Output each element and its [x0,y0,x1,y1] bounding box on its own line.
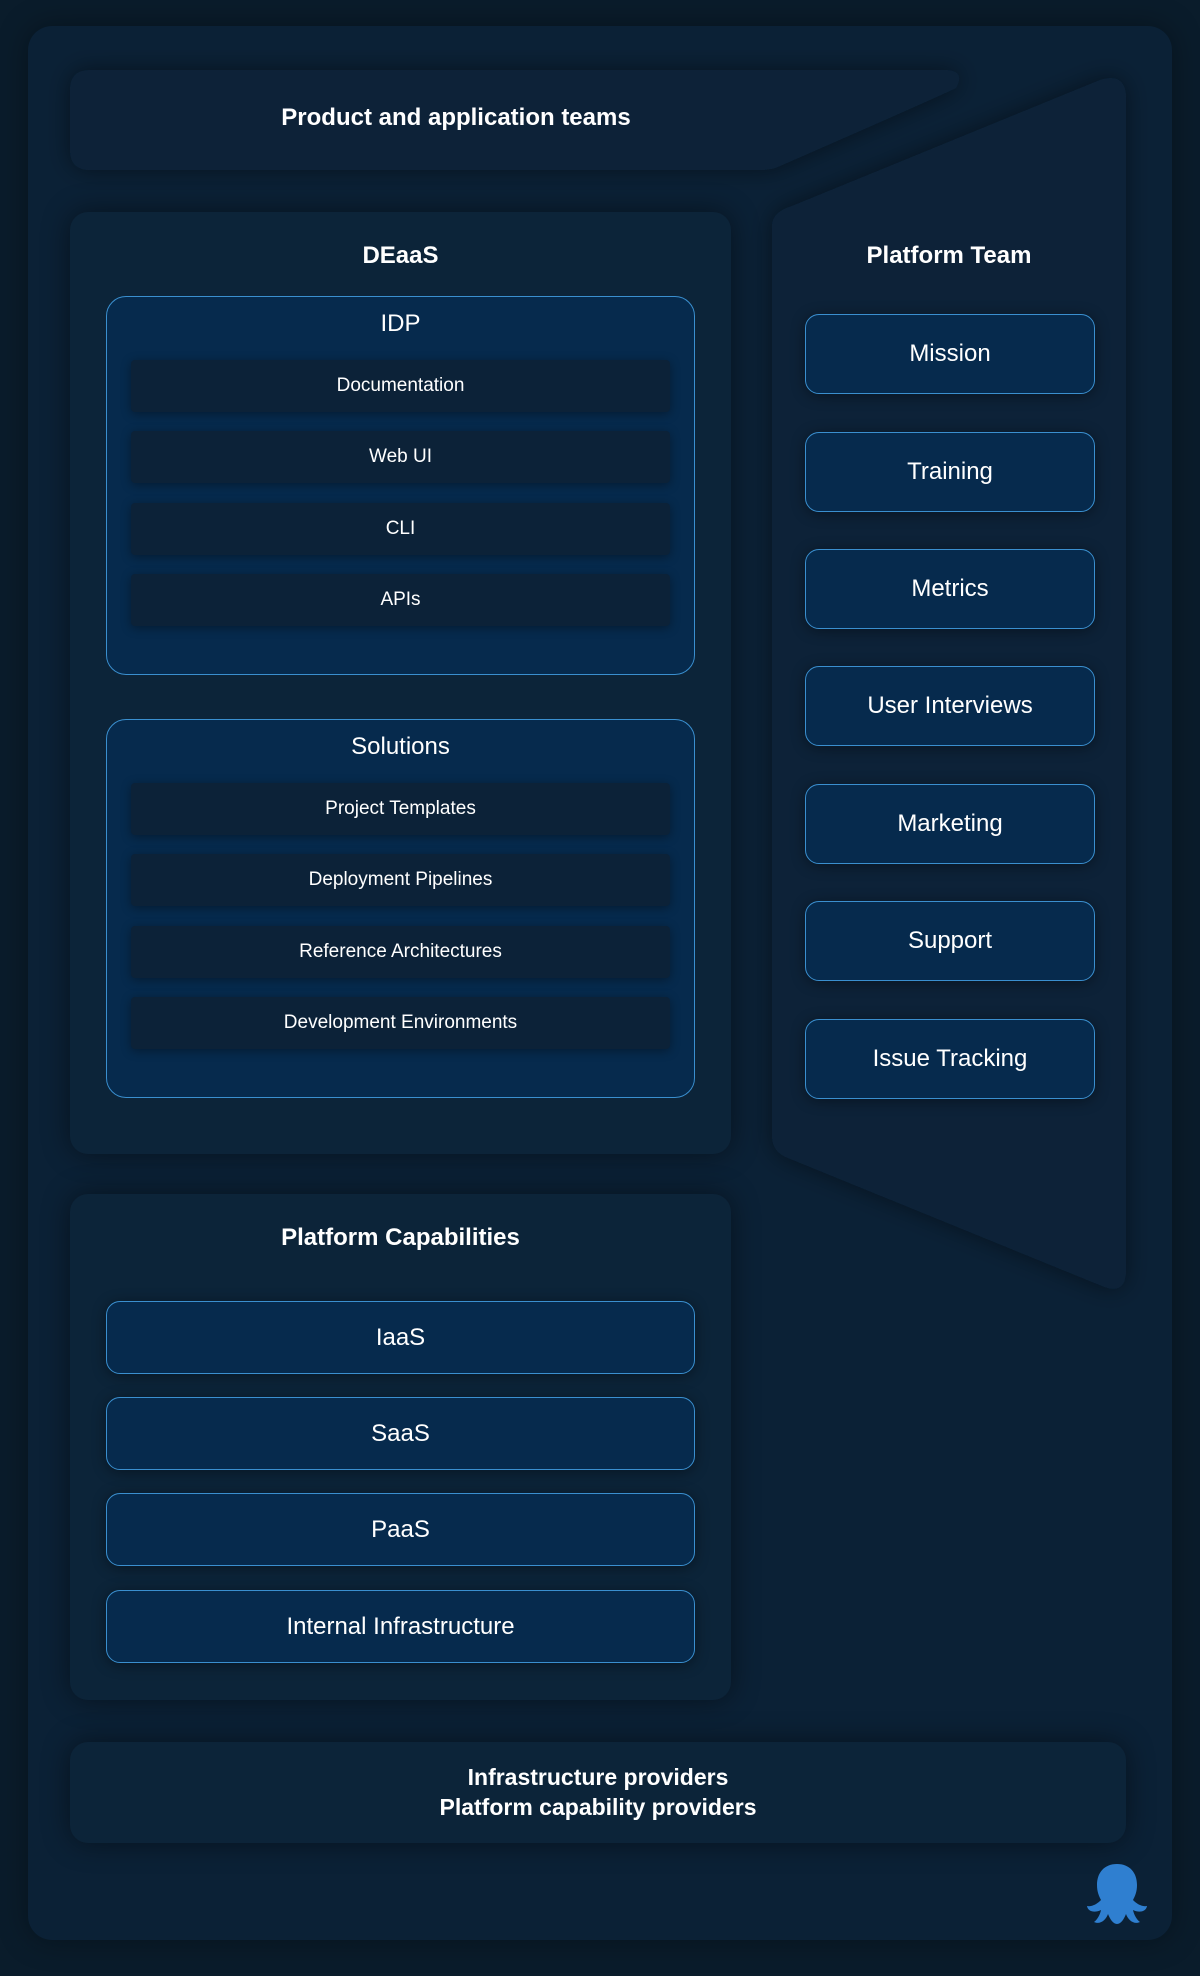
idp-item-apis: APIs [131,574,670,626]
idp-item-web-ui: Web UI [131,431,670,483]
platform-team-user-interviews: User Interviews [805,666,1095,746]
platform-team-issue-tracking: Issue Tracking [805,1019,1095,1099]
idp-item-cli: CLI [131,503,670,555]
solutions-item-project-templates: Project Templates [131,783,670,835]
platform-team-support: Support [805,901,1095,981]
octopus-logo-icon [1087,1864,1147,1924]
platform-team-metrics: Metrics [805,549,1095,629]
top-banner-label: Product and application teams [281,104,631,131]
deaas-panel: DEaaS IDP Documentation Web UI CLI APIs … [70,212,731,1154]
solutions-item-deployment-pipelines: Deployment Pipelines [131,854,670,906]
capability-paas: PaaS [106,1493,695,1566]
top-banner-shape [70,70,960,170]
solutions-item-reference-architectures: Reference Architectures [131,926,670,978]
idp-item-documentation: Documentation [131,360,670,412]
bottom-banner: Infrastructure providers Platform capabi… [70,1742,1126,1843]
platform-team-title: Platform Team [866,242,1032,269]
solutions-group: Solutions Project Templates Deployment P… [106,719,695,1098]
platform-team-mission: Mission [805,314,1095,394]
platform-team-marketing: Marketing [805,784,1095,864]
platform-capabilities-title: Platform Capabilities [281,1224,520,1251]
capability-iaas: IaaS [106,1301,695,1374]
platform-capabilities-panel: Platform Capabilities IaaS SaaS PaaS Int… [70,1194,731,1700]
platform-team-training: Training [805,432,1095,512]
idp-group: IDP Documentation Web UI CLI APIs [106,296,695,675]
capability-internal-infrastructure: Internal Infrastructure [106,1590,695,1663]
solutions-title: Solutions [351,733,450,760]
capability-saas: SaaS [106,1397,695,1470]
bottom-banner-line1: Infrastructure providers [467,1764,729,1790]
bottom-banner-line2: Platform capability providers [439,1794,757,1820]
solutions-item-development-environments: Development Environments [131,997,670,1049]
deaas-title: DEaaS [362,242,439,269]
idp-title: IDP [380,310,421,337]
